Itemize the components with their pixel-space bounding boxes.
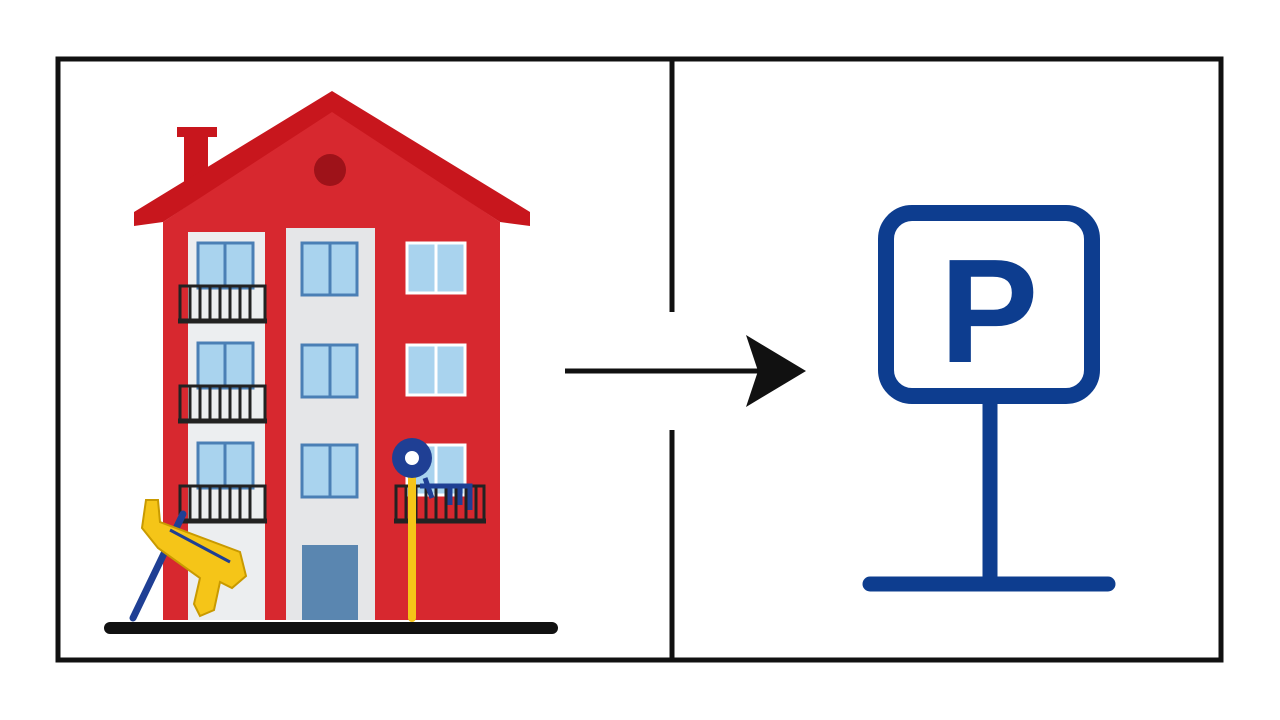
attic-window <box>314 154 346 186</box>
diagram-frame <box>55 56 1224 663</box>
chimney-cap <box>177 127 217 137</box>
tool-mark <box>169 528 231 564</box>
door <box>302 545 358 620</box>
left-balconies <box>178 284 267 524</box>
left-windows <box>196 241 255 490</box>
sign-board <box>878 205 1100 404</box>
arrow-right-icon <box>565 335 806 407</box>
sign-letter: P <box>940 229 1039 394</box>
key-teeth <box>420 477 473 510</box>
key-tool-icon <box>392 438 473 622</box>
outer-border <box>55 56 1224 663</box>
wrench-tool-icon <box>129 499 248 622</box>
arrow-head <box>746 335 806 407</box>
tool-head <box>140 499 248 618</box>
parking-sign-icon: P <box>862 205 1116 592</box>
balcony <box>178 484 267 524</box>
roof <box>134 91 530 226</box>
center-windows <box>300 241 359 499</box>
balcony <box>178 284 267 324</box>
balcony <box>178 384 267 424</box>
